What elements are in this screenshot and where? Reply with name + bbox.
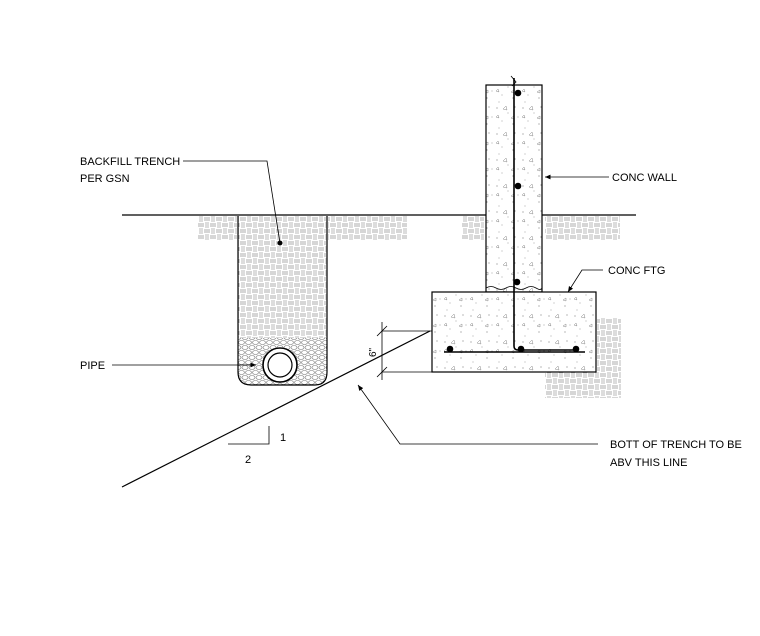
bott-trench-label-line1: BOTT OF TRENCH TO BE — [610, 439, 742, 451]
pipe — [262, 347, 298, 383]
dimension-label: 6" — [368, 347, 379, 357]
conc-ftg-label: CONC FTG — [608, 265, 665, 277]
rebar-dots — [277, 89, 580, 353]
pipe-label: PIPE — [80, 360, 105, 372]
leader-lines — [112, 160, 609, 445]
dimension-6in: 6" — [368, 322, 432, 380]
backfill-label-line1: BACKFILL TRENCH — [80, 156, 180, 168]
earth-hatch — [198, 216, 621, 398]
slope-run-label: 2 — [245, 454, 251, 466]
slope-rise-label: 1 — [280, 432, 286, 444]
backfill-label-line2: PER GSN — [80, 173, 130, 185]
bott-trench-label-line2: ABV THIS LINE — [610, 457, 687, 469]
conc-wall-label: CONC WALL — [612, 172, 677, 184]
trench-slope-line — [121, 330, 431, 488]
conc-ftg — [431, 291, 597, 373]
slope-indicator: 1 2 — [228, 426, 286, 466]
